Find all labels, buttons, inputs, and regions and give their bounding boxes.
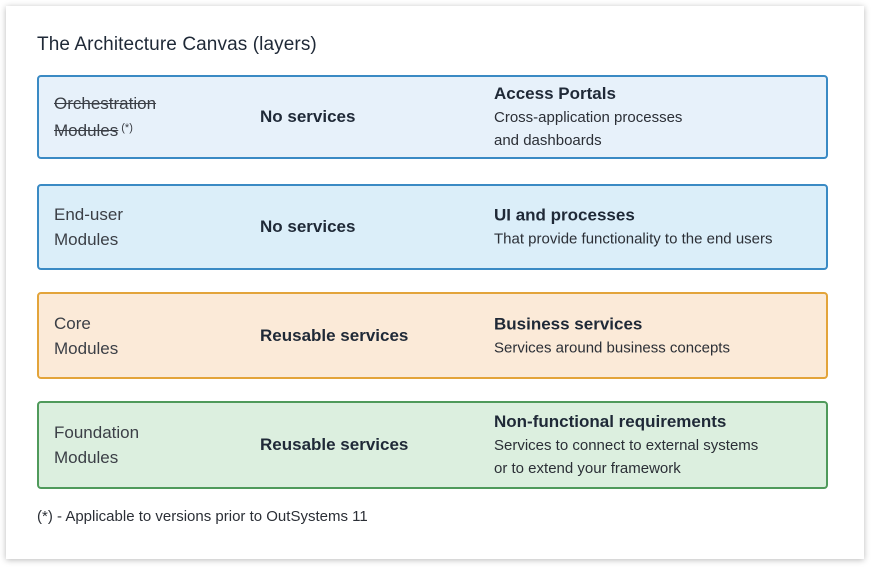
layer-name: Foundation Modules [54,420,139,470]
layer-services: Reusable services [260,325,409,345]
layer-name-line1: Core [54,313,91,333]
layer-description: Non-functional requirements Services to … [494,410,824,480]
layer-description-title: Business services [494,314,643,333]
layer-name-line1: End-user [54,205,123,224]
layer-description-line1: Services to connect to external systems [494,437,759,454]
layer-services: Reusable services [260,435,409,454]
layer-services: No services [260,217,356,236]
layer-description: Access Portals Cross-application process… [494,82,824,152]
layer-description: Business services Services around busine… [494,312,824,359]
footnote: (*) - Applicable to versions prior to Ou… [37,508,368,525]
layer-description-line2: or to extend your framework [494,460,681,477]
layer-description-line2: and dashboards [494,132,602,149]
layer-description-title: UI and processes [494,205,635,225]
layer-name: End-user Modules [54,202,123,252]
layer-description-line1: Services around business concepts [494,339,730,356]
layer-name-line2: Modules [54,230,119,249]
layer-core: Core Modules Reusable services Business … [37,292,828,379]
layer-description: UI and processes That provide functional… [494,204,824,251]
layer-services: No services [260,107,356,126]
layer-name: Core Modules [54,311,118,361]
layer-orchestration: Orchestration Modules(*) No services Acc… [37,75,828,159]
layer-name-line1: Orchestration [54,94,157,113]
layer-description-line1: Cross-application processes [494,109,683,126]
footnote-mark: (*) [121,122,133,134]
layer-name-line2: Modules [54,448,119,467]
layer-end-user: End-user Modules No services UI and proc… [37,184,828,270]
layer-description-line1: That provide functionality to the end us… [494,230,773,248]
layer-name-line2: Modules [54,338,119,358]
layer-description-title: Access Portals [494,84,616,103]
layer-description-title: Non-functional requirements [494,412,727,431]
layer-name: Orchestration Modules(*) [54,91,156,143]
diagram-title: The Architecture Canvas (layers) [37,34,317,55]
layer-foundation: Foundation Modules Reusable services Non… [37,401,828,489]
layer-name-line1: Foundation [54,423,140,442]
layer-name-line2: Modules [54,121,119,140]
